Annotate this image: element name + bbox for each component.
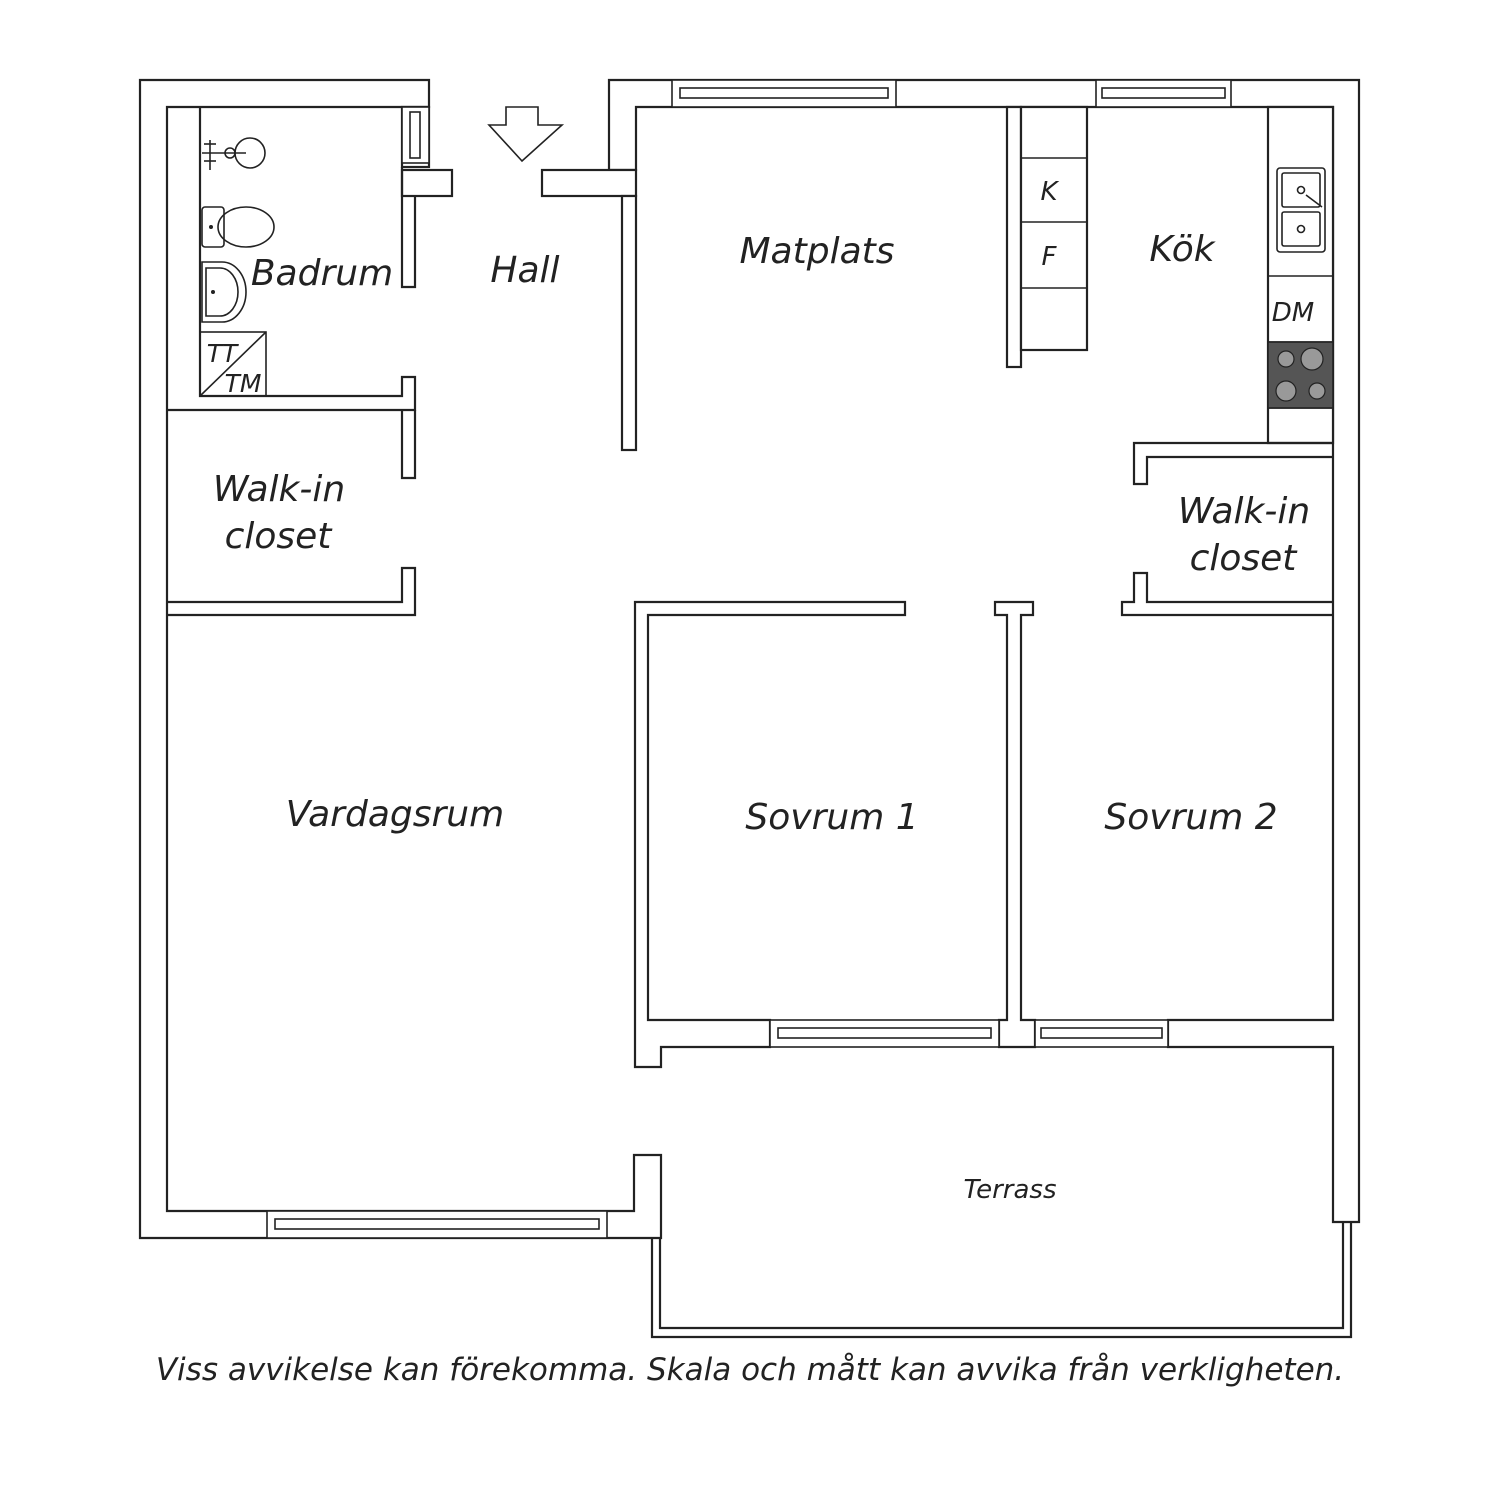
room-label-kok: Kök — [1149, 229, 1216, 270]
shower-icon — [202, 137, 266, 170]
window-sovrum2 — [1034, 1019, 1169, 1048]
window-sovrum1 — [769, 1019, 1000, 1048]
basin-icon — [201, 261, 247, 323]
window-badrum — [401, 106, 430, 164]
room-label-sovrum1: Sovrum 1 — [745, 797, 918, 838]
window-kok — [1095, 79, 1232, 108]
room-label-walkin-left-1: Walk-in — [213, 469, 345, 510]
walkin-closet-left-walls — [167, 410, 417, 617]
room-label-terrass: Terrass — [963, 1175, 1056, 1205]
room-label-walkin-right-2: closet — [1190, 538, 1299, 579]
dishwasher-label: DM — [1272, 298, 1314, 328]
room-label-hall: Hall — [490, 250, 559, 291]
toilet-icon — [201, 206, 275, 248]
bedroom-divider-wall — [993, 600, 1037, 1049]
washer-dryer — [199, 331, 267, 397]
kitchen-divider-wall — [1005, 105, 1023, 369]
entrance-arrow-icon — [487, 106, 565, 163]
room-label-matplats: Matplats — [739, 231, 894, 272]
disclaimer-text: Viss avvikelse kan förekomma. Skala och … — [155, 1352, 1345, 1388]
walkin-closet-right-walls — [1120, 441, 1333, 617]
room-label-vardagsrum: Vardagsrum — [286, 794, 504, 835]
dryer-label: TT — [207, 339, 239, 368]
room-label-badrum: Badrum — [251, 253, 393, 294]
washer-label: TM — [225, 369, 262, 398]
room-label-walkin-right-1: Walk-in — [1178, 491, 1310, 532]
room-label-walkin-left-2: closet — [225, 516, 334, 557]
window-matplats — [671, 79, 897, 108]
freezer-label: K — [1040, 177, 1059, 207]
fridge-freezer-cabinets — [1019, 105, 1089, 352]
terrace-railing — [650, 1222, 1353, 1339]
room-label-sovrum2: Sovrum 2 — [1104, 797, 1277, 838]
fridge-label: F — [1042, 242, 1058, 272]
window-vardagsrum — [266, 1210, 608, 1239]
stove-icon — [1267, 341, 1334, 409]
kitchen-sink-icon — [1276, 167, 1326, 253]
